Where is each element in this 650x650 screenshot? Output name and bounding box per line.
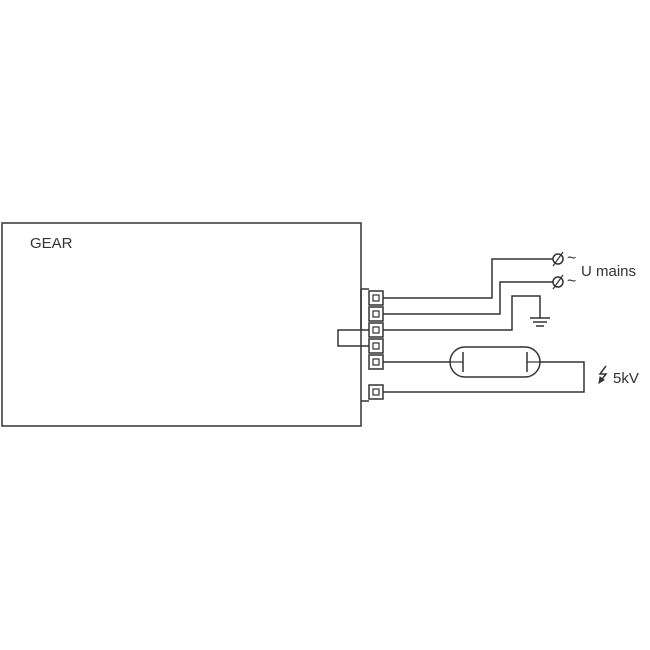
terminal-1 xyxy=(368,290,384,306)
ignition-voltage-label: 5kV xyxy=(613,370,639,387)
gear-box xyxy=(1,222,362,427)
terminal-6 xyxy=(368,384,384,400)
mains-terminal-n xyxy=(552,274,564,290)
terminal-2 xyxy=(368,306,384,322)
earth-wire xyxy=(383,295,541,331)
lamp-wire-out xyxy=(383,361,585,393)
lightning-arrow-icon xyxy=(598,365,608,384)
lamp-icon xyxy=(449,346,541,378)
mains-tilde-n: ~ xyxy=(567,273,576,290)
terminal-3 xyxy=(368,322,384,338)
mains-wire-n xyxy=(383,281,553,315)
mains-label: U mains xyxy=(581,263,636,280)
terminal-4 xyxy=(368,338,384,354)
jumper-loop xyxy=(337,329,369,347)
gear-label: GEAR xyxy=(30,235,73,252)
earth-icon xyxy=(530,317,550,327)
terminal-block xyxy=(368,290,384,400)
mains-wire-l xyxy=(383,258,553,299)
terminal-5 xyxy=(368,354,384,370)
mains-tilde-l: ~ xyxy=(567,250,576,267)
mains-terminal-l xyxy=(552,251,564,267)
